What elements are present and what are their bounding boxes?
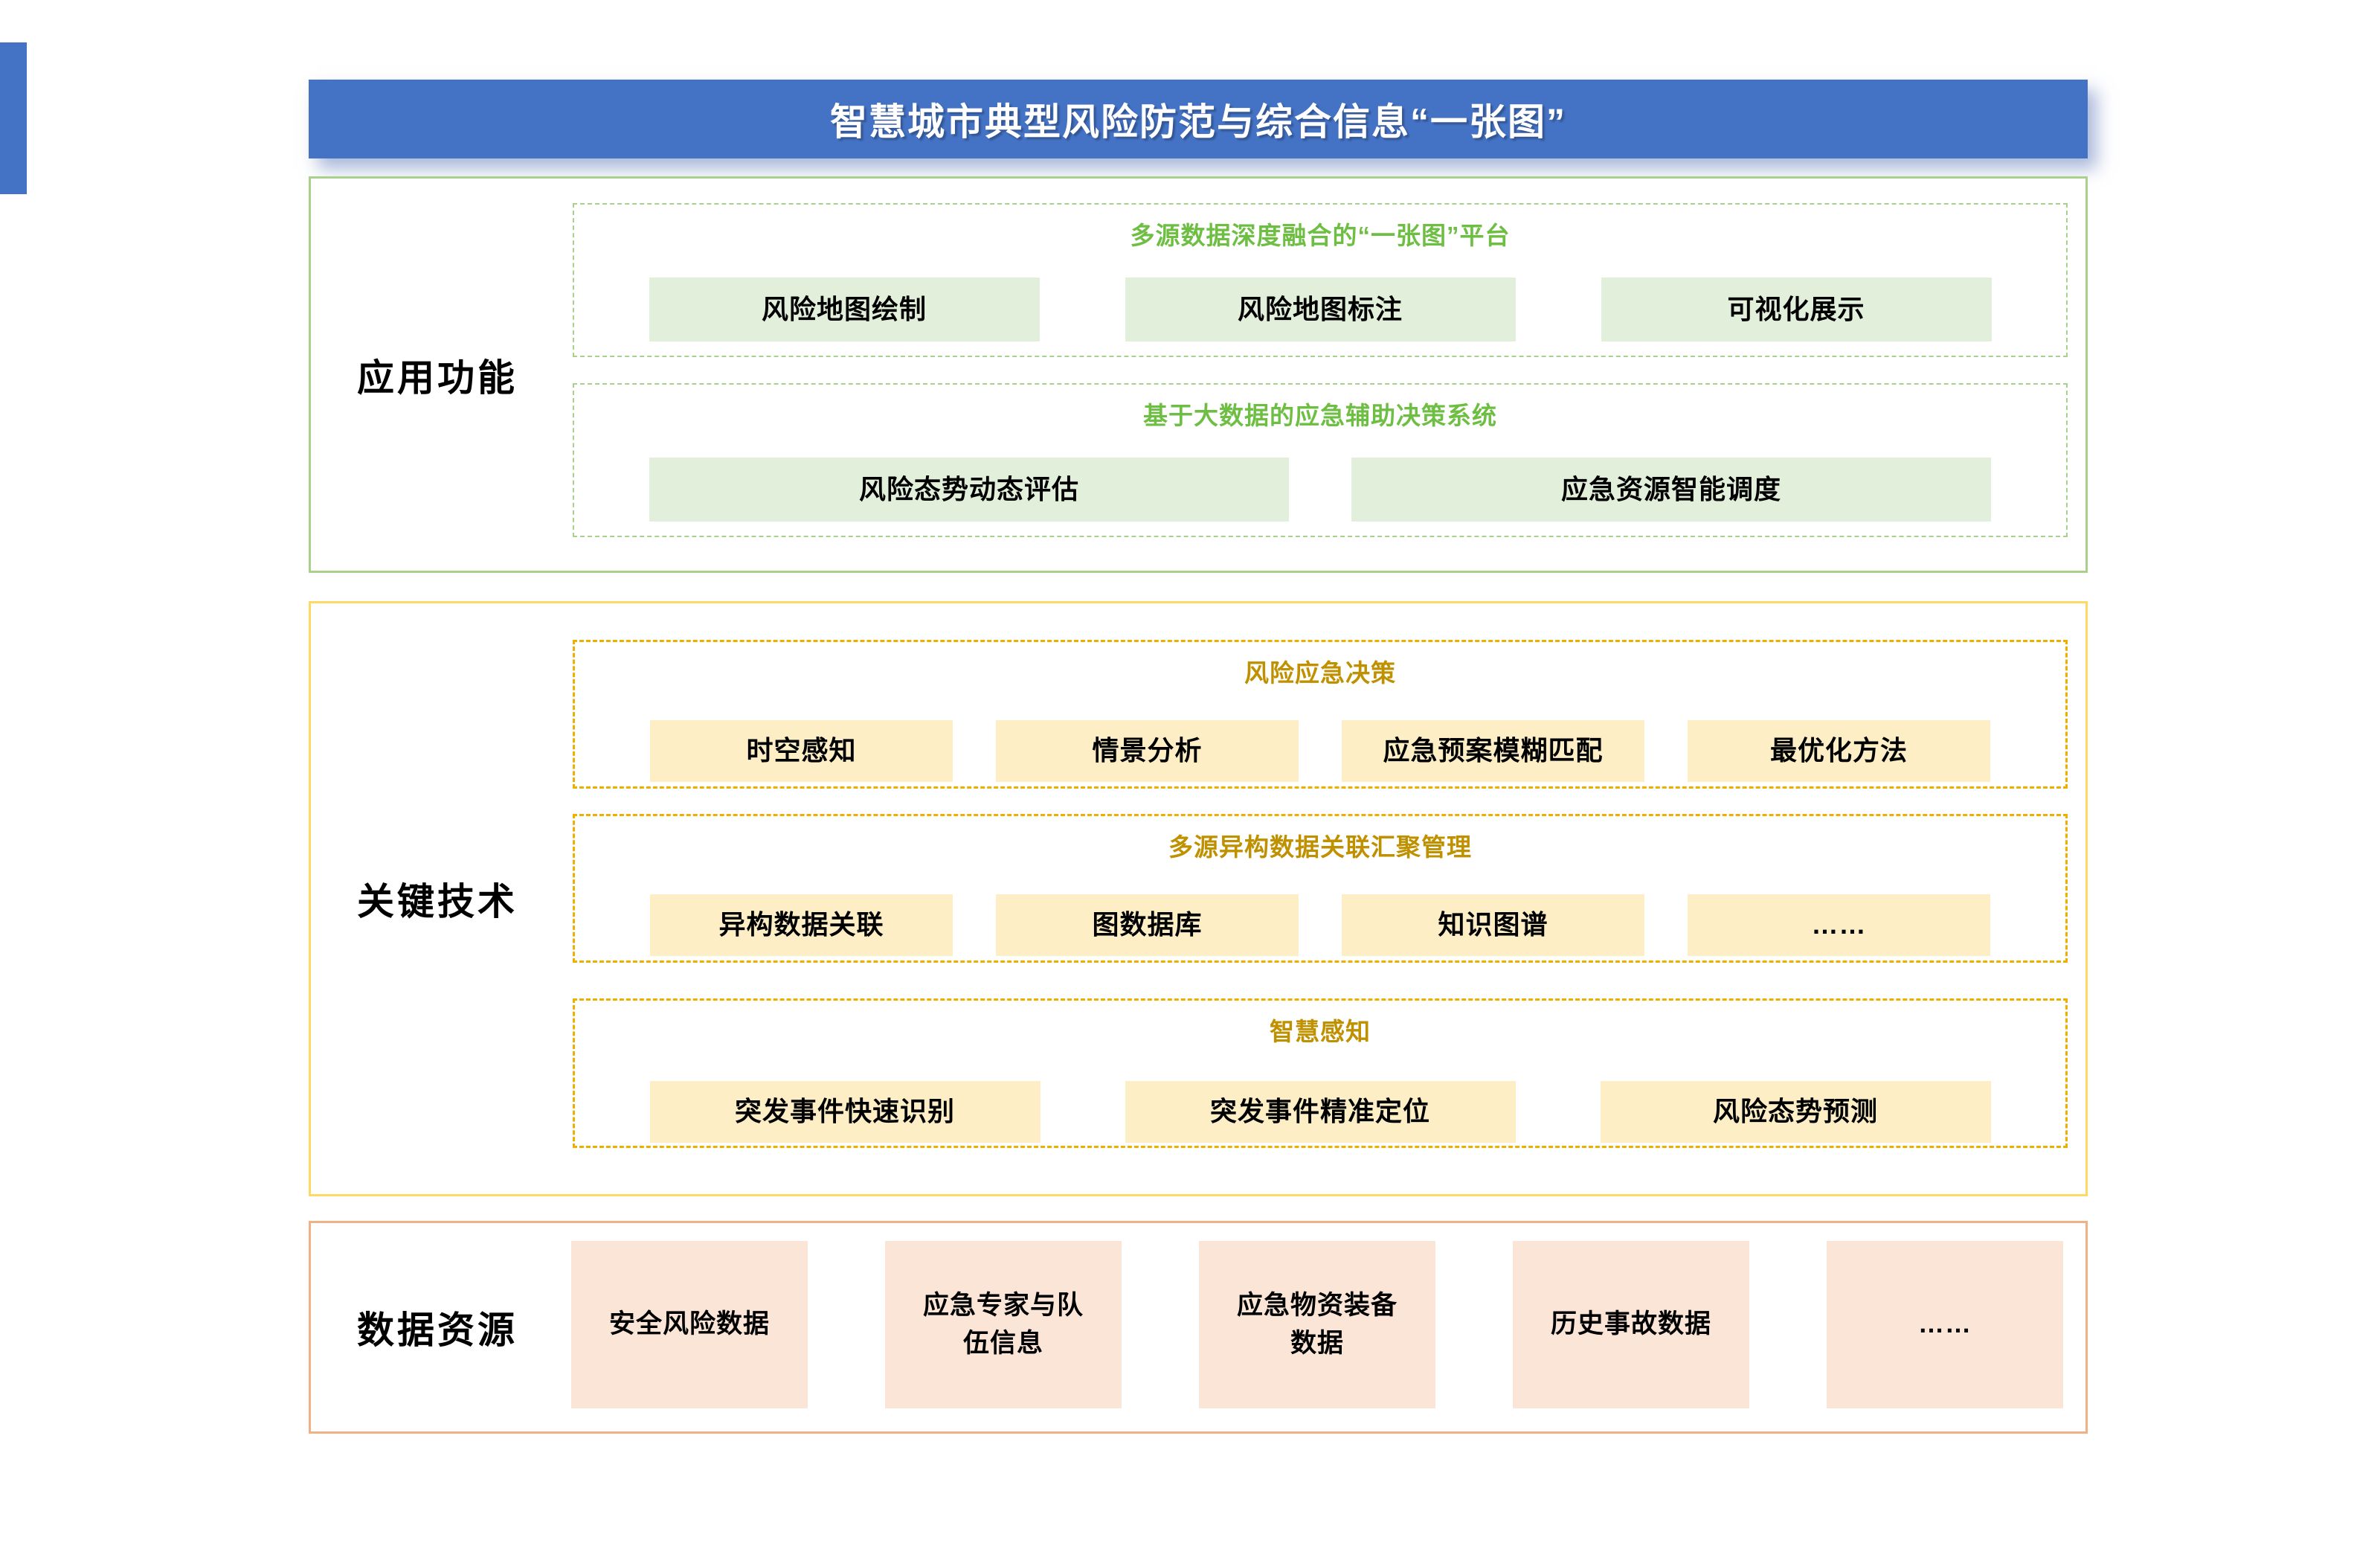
- chip-supplies-equipment-data: 应急物资装备 数据: [1199, 1241, 1435, 1408]
- chip-row: 时空感知 情景分析 应急预案模糊匹配 最优化方法: [575, 720, 2065, 782]
- group-header: 智慧感知: [1270, 1018, 1371, 1045]
- page-title: 智慧城市典型风险防范与综合信息“一张图”: [830, 101, 1566, 143]
- chip-row: 异构数据关联 图数据库 知识图谱 ……: [575, 894, 2065, 956]
- section-data-resources: 数据资源 安全风险数据 应急专家与队 伍信息 应急物资装备 数据 历史事故数据 …: [309, 1221, 2088, 1434]
- chip-row: 风险地图绘制 风险地图标注 可视化展示: [574, 278, 2066, 341]
- group-risk-emergency-decision: 风险应急决策 时空感知 情景分析 应急预案模糊匹配 最优化方法: [573, 640, 2068, 789]
- chip-row: 突发事件快速识别 突发事件精准定位 风险态势预测: [575, 1081, 2065, 1143]
- group-header: 多源数据深度融合的“一张图”平台: [1130, 222, 1511, 249]
- chip-knowledge-graph: 知识图谱: [1342, 894, 1644, 956]
- chip-historical-accident-data: 历史事故数据: [1513, 1241, 1749, 1408]
- chip-incident-rapid-identification: 突发事件快速识别: [649, 1081, 1041, 1143]
- chip-row: 风险态势动态评估 应急资源智能调度: [574, 458, 2066, 522]
- chip-optimization-methods: 最优化方法: [1688, 720, 1990, 782]
- chip-safety-risk-data: 安全风险数据: [571, 1241, 808, 1408]
- section-application-functions: 应用功能 多源数据深度融合的“一张图”平台 风险地图绘制 风险地图标注 可视化展…: [309, 176, 2088, 573]
- group-header: 基于大数据的应急辅助决策系统: [1143, 402, 1497, 429]
- chip-risk-map-annotation: 风险地图标注: [1125, 278, 1516, 341]
- group-one-map-platform: 多源数据深度融合的“一张图”平台 风险地图绘制 风险地图标注 可视化展示: [573, 203, 2068, 357]
- section-key-technologies: 关键技术 风险应急决策 时空感知 情景分析 应急预案模糊匹配 最优化方法 多源异…: [309, 601, 2088, 1196]
- chip-scenario-analysis: 情景分析: [996, 720, 1299, 782]
- chip-ellipsis: ……: [1827, 1241, 2063, 1408]
- section-label-technologies: 关键技术: [357, 881, 518, 923]
- section-label-application: 应用功能: [357, 356, 518, 399]
- chip-graph-database: 图数据库: [996, 894, 1299, 956]
- chip-ellipsis: ……: [1688, 894, 1990, 956]
- chip-risk-situation-assessment: 风险态势动态评估: [649, 458, 1289, 522]
- group-header: 风险应急决策: [1244, 659, 1396, 687]
- group-header: 多源异构数据关联汇聚管理: [1168, 833, 1472, 861]
- chip-incident-precise-positioning: 突发事件精准定位: [1125, 1081, 1516, 1143]
- chip-risk-map-drawing: 风险地图绘制: [649, 278, 1040, 341]
- chip-expert-team-info: 应急专家与队 伍信息: [885, 1241, 1122, 1408]
- chip-row: 安全风险数据 应急专家与队 伍信息 应急物资装备 数据 历史事故数据 ……: [571, 1241, 2063, 1408]
- chip-risk-situation-prediction: 风险态势预测: [1600, 1081, 1991, 1143]
- title-banner: 智慧城市典型风险防范与综合信息“一张图”: [309, 80, 2088, 158]
- section-label-data: 数据资源: [357, 1309, 518, 1351]
- group-bigdata-decision-system: 基于大数据的应急辅助决策系统 风险态势动态评估 应急资源智能调度: [573, 383, 2068, 537]
- chip-emergency-resource-dispatch: 应急资源智能调度: [1351, 458, 1991, 522]
- chip-heterogeneous-data-association: 异构数据关联: [650, 894, 953, 956]
- left-accent-bar: [0, 42, 27, 194]
- group-smart-perception: 智慧感知 突发事件快速识别 突发事件精准定位 风险态势预测: [573, 998, 2068, 1148]
- chip-spatiotemporal-perception: 时空感知: [650, 720, 953, 782]
- group-heterogeneous-data-management: 多源异构数据关联汇聚管理 异构数据关联 图数据库 知识图谱 ……: [573, 814, 2068, 963]
- chip-plan-fuzzy-matching: 应急预案模糊匹配: [1342, 720, 1644, 782]
- chip-visualization: 可视化展示: [1601, 278, 1992, 341]
